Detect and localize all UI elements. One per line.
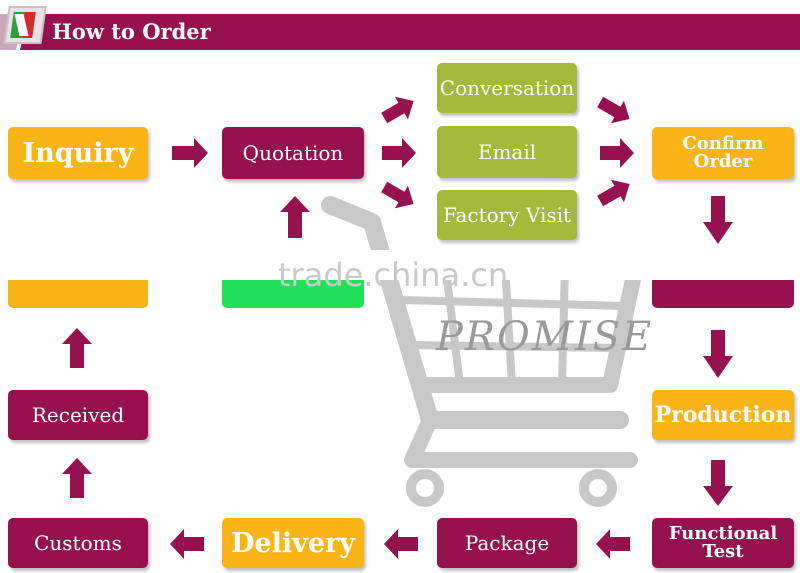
step-label: Received	[31, 403, 125, 427]
step-label: Quotation	[242, 141, 344, 165]
arrow-up-icon	[280, 196, 310, 238]
step-package: Package	[437, 518, 577, 568]
step-label-line1: Functional	[668, 523, 778, 544]
step-hidden-center	[222, 276, 364, 308]
step-inquiry: Inquiry	[8, 127, 148, 179]
arrow-left-icon	[596, 529, 630, 559]
arrow-up-right-icon	[381, 96, 414, 124]
arrow-down-right-icon	[381, 181, 414, 209]
arrow-left-icon	[384, 529, 418, 559]
arrow-down-right-icon	[597, 96, 630, 124]
step-label-line2: Test	[702, 541, 744, 562]
step-label: Email	[477, 140, 537, 164]
step-functional-test: Functional Test	[652, 518, 794, 568]
arrow-down-icon	[703, 196, 733, 244]
step-customs: Customs	[8, 518, 148, 568]
arrow-right-icon	[382, 138, 416, 168]
page-title: How to Order	[52, 19, 211, 44]
step-conversation: Conversation	[437, 63, 577, 113]
step-label: Inquiry	[22, 137, 134, 169]
step-production: Production	[652, 390, 794, 440]
flow-arrows	[62, 96, 733, 559]
step-label: Delivery	[231, 527, 355, 559]
arrow-left-icon	[170, 529, 204, 559]
arrow-down-icon	[703, 460, 733, 506]
cart-label: PROMISE	[436, 314, 654, 360]
step-received: Received	[8, 390, 148, 440]
arrow-up-icon	[62, 458, 92, 498]
arrow-down-icon	[703, 330, 733, 378]
step-delivery: Delivery	[222, 518, 364, 568]
step-label-line1: Confirm	[682, 133, 764, 154]
step-quotation: Quotation	[222, 127, 364, 179]
shopping-cart-icon	[321, 196, 644, 507]
step-label-line2: Order	[693, 151, 753, 172]
arrow-up-icon	[62, 328, 92, 368]
watermark-band	[0, 250, 800, 280]
step-factory-visit: Factory Visit	[437, 190, 577, 240]
step-label: Production	[654, 402, 792, 428]
watermark-text: trade.china.cn	[278, 256, 509, 294]
arrow-right-icon	[172, 138, 208, 168]
step-label: Customs	[34, 531, 122, 555]
step-label: Factory Visit	[442, 203, 572, 227]
step-label: Package	[464, 531, 550, 555]
arrow-up-right-icon	[597, 179, 630, 207]
step-email: Email	[437, 126, 577, 178]
step-label: Conversation	[439, 76, 575, 100]
step-confirm-order: Confirm Order	[652, 127, 794, 179]
arrow-right-icon	[600, 138, 634, 168]
step-hidden-right	[652, 276, 794, 308]
header: How to Order	[0, 0, 800, 56]
